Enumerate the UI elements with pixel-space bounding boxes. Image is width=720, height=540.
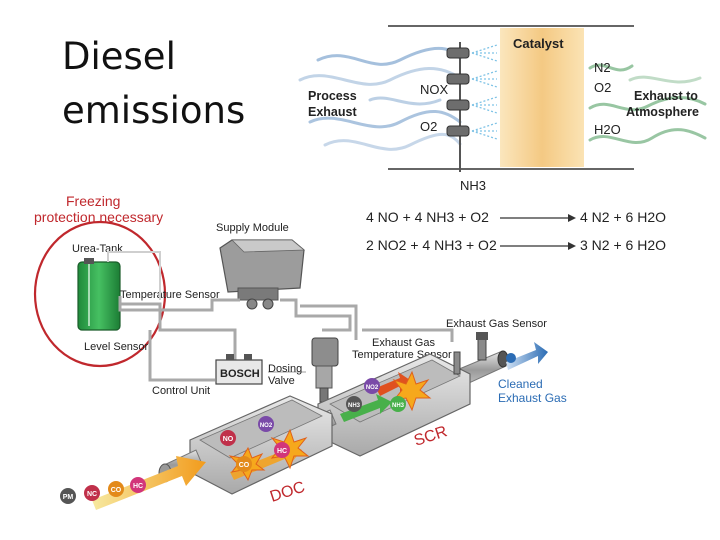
process-exhaust-waves <box>298 47 462 151</box>
svg-text:HC: HC <box>133 483 143 490</box>
nox-label: NOX <box>420 82 449 97</box>
cleaned-gas-dot <box>506 353 516 363</box>
h2o-out-label: H2O <box>594 122 621 137</box>
svg-text:PM: PM <box>63 494 74 501</box>
freezing-circle <box>33 220 167 368</box>
title-line-1: Diesel <box>62 35 176 78</box>
atmosphere-waves <box>588 63 707 145</box>
o2-out-label: O2 <box>594 80 611 95</box>
badge-scr-nh3-a: NH3 <box>346 396 362 412</box>
svg-text:CO: CO <box>239 462 250 469</box>
hoses <box>118 296 454 382</box>
cleaned-exhaust-arrow <box>506 342 548 370</box>
catalyst-panel: Catalyst Proce <box>298 25 707 193</box>
freezing-note: Freezing protection necessary <box>34 193 163 225</box>
svg-text:NH3: NH3 <box>348 403 361 409</box>
cleaned-exhaust-label: Cleaned Exhaust Gas <box>498 377 567 405</box>
reaction-1-left: 4 NO + 4 NH3 + O2 <box>366 209 489 225</box>
temperature-sensor-label: Temperature Sensor <box>120 289 220 301</box>
dosing-valve <box>311 337 339 403</box>
nh3-flow-arrow <box>340 394 392 422</box>
badge-hc: HC <box>130 477 146 493</box>
control-unit: BOSCH <box>215 354 263 385</box>
svg-text:HC: HC <box>277 448 287 455</box>
o2-in-label: O2 <box>420 119 437 134</box>
bosch-label: BOSCH <box>220 368 260 380</box>
catalyst-block <box>500 28 584 167</box>
urea-tank-group: Freezing protection necessary Urea-Tank … <box>33 193 167 368</box>
svg-text:NC: NC <box>87 491 97 498</box>
title-line-2: emissions <box>62 89 246 132</box>
reaction-2-left: 2 NO2 + 4 NH3 + O2 <box>366 237 497 253</box>
inlet-flow-arrow <box>92 456 206 510</box>
badge-doc-hc: HC <box>274 442 290 458</box>
process-exhaust-label: Process Exhaust <box>308 89 360 119</box>
urea-tank-cap <box>84 258 94 264</box>
urea-tank-label: Urea-Tank <box>72 243 123 255</box>
svg-text:NO2: NO2 <box>366 385 379 391</box>
particle-badges: PM NC CO HC NO NO2 CO HC <box>60 378 406 504</box>
catalyst-label: Catalyst <box>513 36 564 51</box>
doc-label: DOC <box>268 479 307 506</box>
control-unit-label: Control Unit <box>152 385 210 397</box>
badge-pm: PM <box>60 488 76 504</box>
svg-text:NO2: NO2 <box>260 423 273 429</box>
reaction-1-right: 4 N2 + 6 H2O <box>580 209 666 225</box>
badge-co: CO <box>108 481 124 497</box>
exhaust-gas-sensor-label: Exhaust Gas Sensor <box>446 318 547 330</box>
badge-scr-no2: NO2 <box>364 378 380 394</box>
reaction-2-arrowhead <box>568 242 576 250</box>
exhaust-gas-temp-sensor <box>453 351 461 375</box>
urea-tank <box>77 261 121 331</box>
wire-lines <box>107 251 306 373</box>
supply-module-label: Supply Module <box>216 222 289 234</box>
badge-doc-no2: NO2 <box>258 416 274 432</box>
exhaust-gas-sensor <box>476 332 488 361</box>
svg-text:CO: CO <box>111 487 122 494</box>
nh3-injector-rail <box>446 42 498 172</box>
supply-module: Supply Module <box>216 222 306 310</box>
level-sensor-label: Level Sensor <box>84 341 149 353</box>
reaction-2-right: 3 N2 + 6 H2O <box>580 237 666 253</box>
badge-doc-co: CO <box>236 456 252 472</box>
badge-scr-nh3-b: NH3 <box>390 396 406 412</box>
reaction-1-arrowhead <box>568 214 576 222</box>
exhaust-to-atmosphere-label: Exhaust to Atmosphere <box>626 89 701 119</box>
badge-nc: NC <box>84 485 100 501</box>
badge-doc-no: NO <box>220 430 236 446</box>
nh3-label: NH3 <box>460 178 486 193</box>
n2-out-label: N2 <box>594 60 611 75</box>
dosing-valve-label: Dosing Valve <box>268 363 305 387</box>
svg-text:NH3: NH3 <box>392 403 405 409</box>
slide-title: Diesel emissions <box>62 30 245 138</box>
reaction-equations: 4 NO + 4 NH3 + O2 4 N2 + 6 H2O 2 NO2 + 4… <box>366 209 666 253</box>
svg-text:NO: NO <box>223 436 234 443</box>
